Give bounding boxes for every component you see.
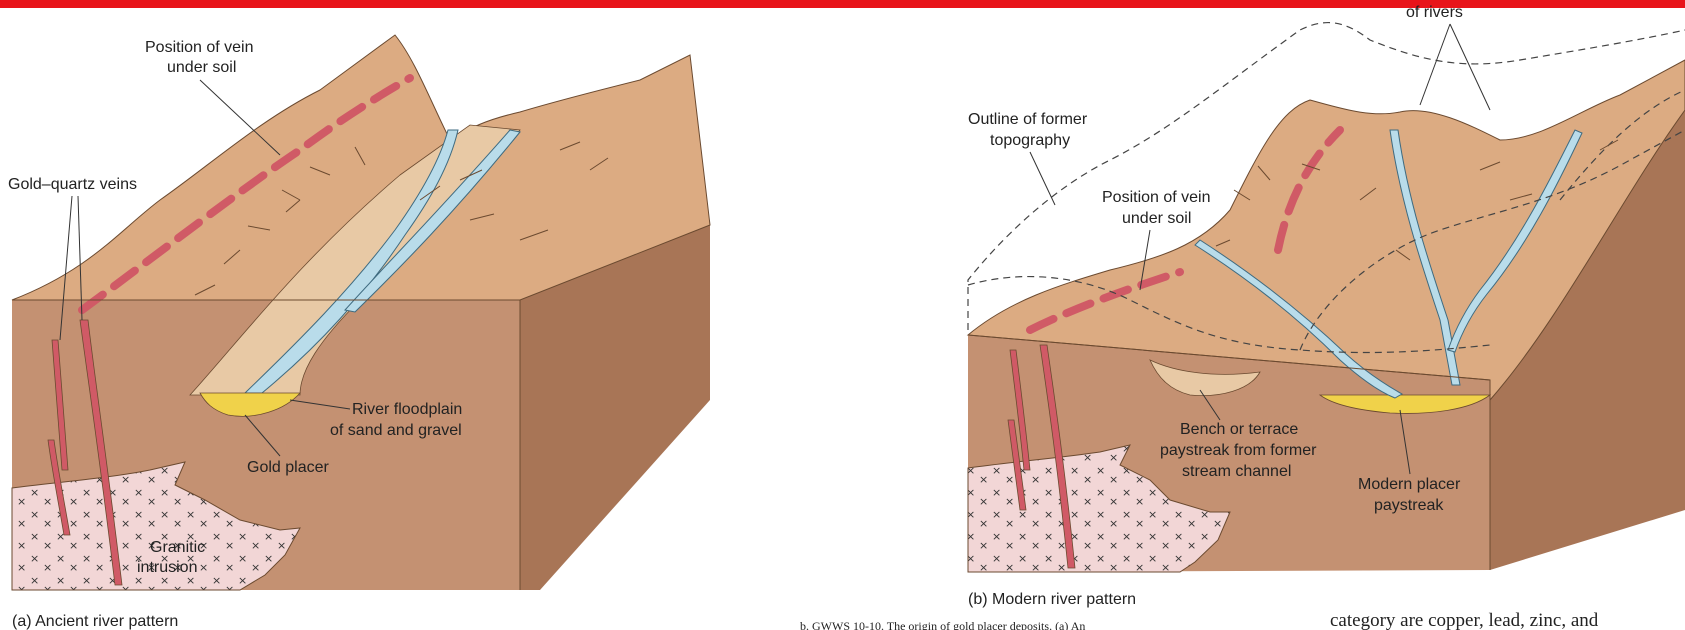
label-b-outline-1: Outline of former [968,111,1088,128]
label-a-gold-placer: Gold placer [247,459,329,476]
label-a-granitic-2: intrusion [137,559,197,576]
label-b-bench-2: paystreak from former [1160,442,1317,459]
label-a-granitic-1: Granitic [150,539,205,556]
label-b-modern-2: paystreak [1374,497,1444,514]
panel-a-block-diagram [12,35,710,590]
panel-b-block-diagram [968,23,1685,572]
label-a-gold-quartz-veins: Gold–quartz veins [8,176,137,193]
label-b-vein-position-2: under soil [1122,210,1191,227]
label-b-rivers-top: of rivers [1406,4,1463,21]
label-a-floodplain-1: River floodplain [352,401,462,418]
label-b-modern-1: Modern placer [1358,476,1461,493]
caption-panel-a: (a) Ancient river pattern [12,613,178,630]
label-b-bench-1: Bench or terrace [1180,421,1298,438]
caption-panel-b: (b) Modern river pattern [968,591,1136,608]
label-a-vein-position-1: Position of vein [145,39,254,56]
label-a-vein-position-2: under soil [167,59,236,76]
label-b-outline-2: topography [990,132,1070,149]
label-b-vein-position-1: Position of vein [1102,189,1211,206]
footer-figure-caption-fragment: b. GWWS 10-10. The origin of gold placer… [800,619,1085,630]
label-a-floodplain-2: of sand and gravel [330,422,462,439]
footer-body-text-fragment: category are copper, lead, zinc, and [1330,610,1599,630]
label-b-bench-3: stream channel [1182,463,1291,480]
